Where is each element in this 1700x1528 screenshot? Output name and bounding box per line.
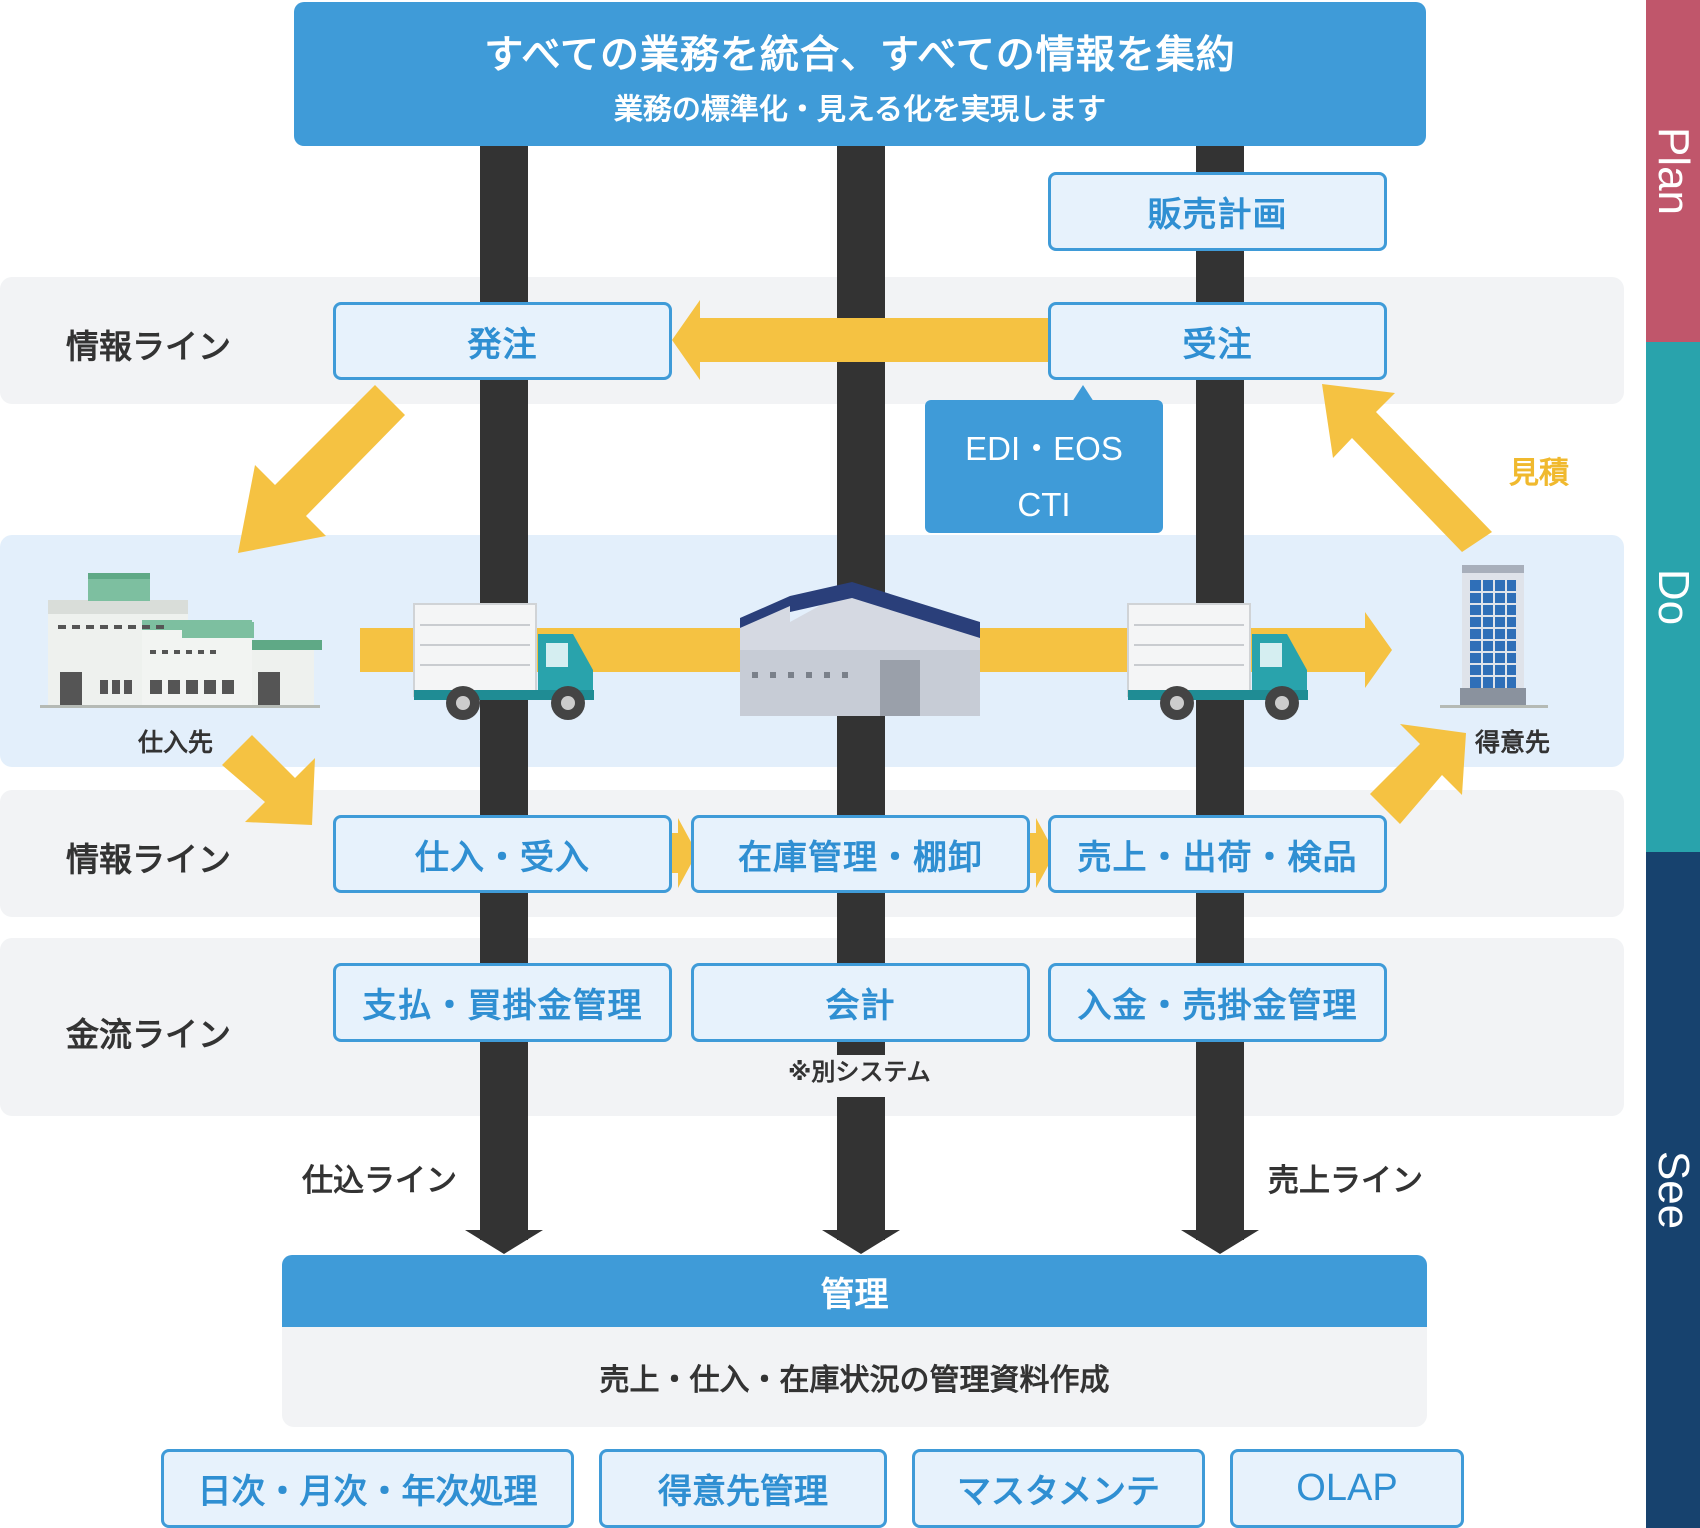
header-subtitle: 業務の標準化・見える化を実現します: [613, 92, 1107, 126]
sales-to-customer-arrow: [1370, 724, 1466, 824]
sales-plan-box: 販売計画: [1048, 172, 1387, 251]
center-vertical-line-lower: [837, 1097, 885, 1240]
sales-line-arrowhead: [1181, 1230, 1259, 1254]
money-line-label: 金流ライン: [66, 1015, 231, 1054]
sales-line-label: 売上ライン: [1268, 1163, 1423, 1199]
sales-ship-box: 売上・出荷・検品: [1048, 815, 1387, 893]
management-title: 管理: [820, 1274, 889, 1315]
purchase-line-label: 仕込ライン: [302, 1163, 457, 1199]
order-to-supplier-arrow: [238, 385, 405, 553]
purchase-receive-box: 仕入・受入: [333, 815, 672, 893]
customer-management-box: 得意先管理: [599, 1449, 887, 1528]
order-flow-arrow: [672, 300, 1049, 380]
accounting-box: 会計: [691, 963, 1030, 1042]
center-line-arrowhead: [822, 1230, 900, 1254]
truck-icon-1: [413, 603, 594, 720]
master-maintenance-box: マスタメンテ: [912, 1449, 1205, 1528]
payment-box: 支払・買掛金管理: [333, 963, 672, 1042]
header-title: すべての業務を統合、すべての情報を集約: [484, 33, 1236, 78]
customer-building-illustration: [1440, 565, 1548, 708]
edi-callout-pointer: [1072, 385, 1094, 402]
olap-box: OLAP: [1230, 1449, 1464, 1528]
period-processing-box: 日次・月次・年次処理: [161, 1449, 574, 1528]
management-description: 売上・仕入・在庫状況の管理資料作成: [599, 1363, 1110, 1398]
warehouse-illustration: [740, 582, 980, 716]
receipt-box: 入金・売掛金管理: [1048, 963, 1387, 1042]
info-line-label-bottom: 情報ライン: [66, 840, 231, 879]
truck-icon-2: [1127, 603, 1308, 720]
info-line-label-top: 情報ライン: [66, 327, 231, 366]
estimate-arrow: [1322, 384, 1492, 552]
management-header: 管理: [282, 1255, 1427, 1327]
supplier-to-receive-arrow: [222, 735, 315, 825]
separate-system-note: ※別システム: [788, 1058, 931, 1086]
management-band: [282, 1325, 1427, 1427]
cti-label: CTI: [1017, 486, 1071, 523]
edi-label: EDI・EOS: [965, 430, 1123, 467]
phase-plan: Plan: [1646, 0, 1700, 342]
inventory-box: 在庫管理・棚卸: [691, 815, 1030, 893]
phase-do: Do: [1646, 342, 1700, 852]
header-banner: すべての業務を統合、すべての情報を集約 業務の標準化・見える化を実現します: [294, 2, 1426, 146]
purchase-line-arrowhead: [465, 1230, 543, 1254]
order-place-box: 発注: [333, 302, 672, 380]
order-receive-box: 受注: [1048, 302, 1387, 380]
supplier-factory-illustration: [40, 573, 322, 708]
supplier-label: 仕入先: [138, 728, 214, 757]
estimate-label: 見積: [1509, 456, 1569, 491]
customer-label: 得意先: [1475, 728, 1551, 757]
edi-callout: EDI・EOS CTI: [925, 400, 1163, 533]
phase-see: See: [1646, 852, 1700, 1528]
